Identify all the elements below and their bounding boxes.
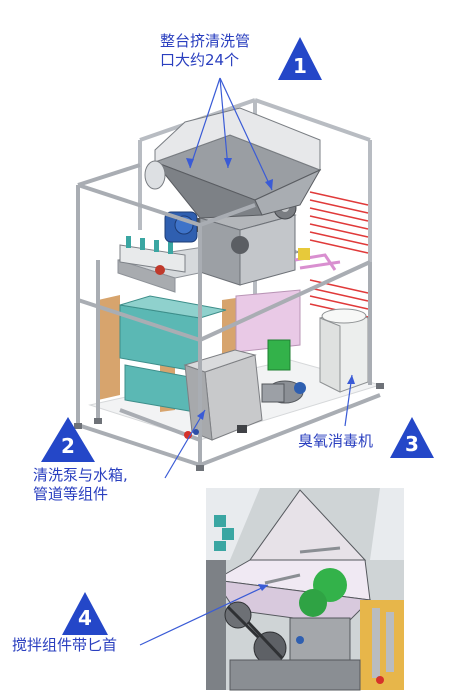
front-frame bbox=[76, 163, 381, 470]
callout-3-text: 臭氧消毒机 bbox=[298, 432, 374, 450]
callout-1-line1: 整台挤清洗管 bbox=[160, 32, 251, 50]
main-machine-illustration bbox=[74, 98, 384, 471]
callout-2-line2: 管道等组件 bbox=[33, 485, 109, 503]
triangle-marker-2 bbox=[41, 417, 95, 462]
ozone-machine bbox=[319, 308, 369, 393]
leader-lines bbox=[139, 77, 353, 646]
side-disc bbox=[144, 160, 166, 190]
yellow-bracket bbox=[298, 248, 310, 260]
triangle-marker-3 bbox=[390, 417, 434, 458]
callout-4-number: 4 bbox=[78, 606, 92, 630]
triangle-marker-1 bbox=[278, 37, 322, 80]
callout-2-number: 2 bbox=[61, 434, 75, 458]
valve-manifold bbox=[119, 236, 186, 275]
pump-box bbox=[183, 349, 263, 441]
callout-1-text: 整台挤清洗管 口大约24个 bbox=[160, 32, 250, 70]
green-component bbox=[267, 339, 291, 371]
callout-1-line2: 口大约24个 bbox=[160, 51, 240, 69]
inset-detail bbox=[206, 488, 404, 691]
red-valves bbox=[184, 429, 199, 439]
callout-3-number: 3 bbox=[405, 432, 419, 456]
leader-arrowheads bbox=[186, 158, 355, 591]
pump-motor bbox=[261, 380, 306, 404]
callout-triangles bbox=[41, 37, 434, 635]
frame-feet bbox=[74, 383, 384, 471]
callout-2-line1: 清洗泵与水箱, bbox=[33, 466, 128, 484]
callout-2-text: 清洗泵与水箱, 管道等组件 bbox=[33, 466, 128, 504]
callout-1-number: 1 bbox=[293, 54, 307, 78]
hopper bbox=[153, 107, 322, 219]
callout-4-text: 搅拌组件带匕首 bbox=[12, 636, 118, 654]
pink-panel bbox=[235, 289, 301, 353]
triangle-marker-4 bbox=[62, 592, 108, 635]
red-rails bbox=[309, 191, 369, 318]
